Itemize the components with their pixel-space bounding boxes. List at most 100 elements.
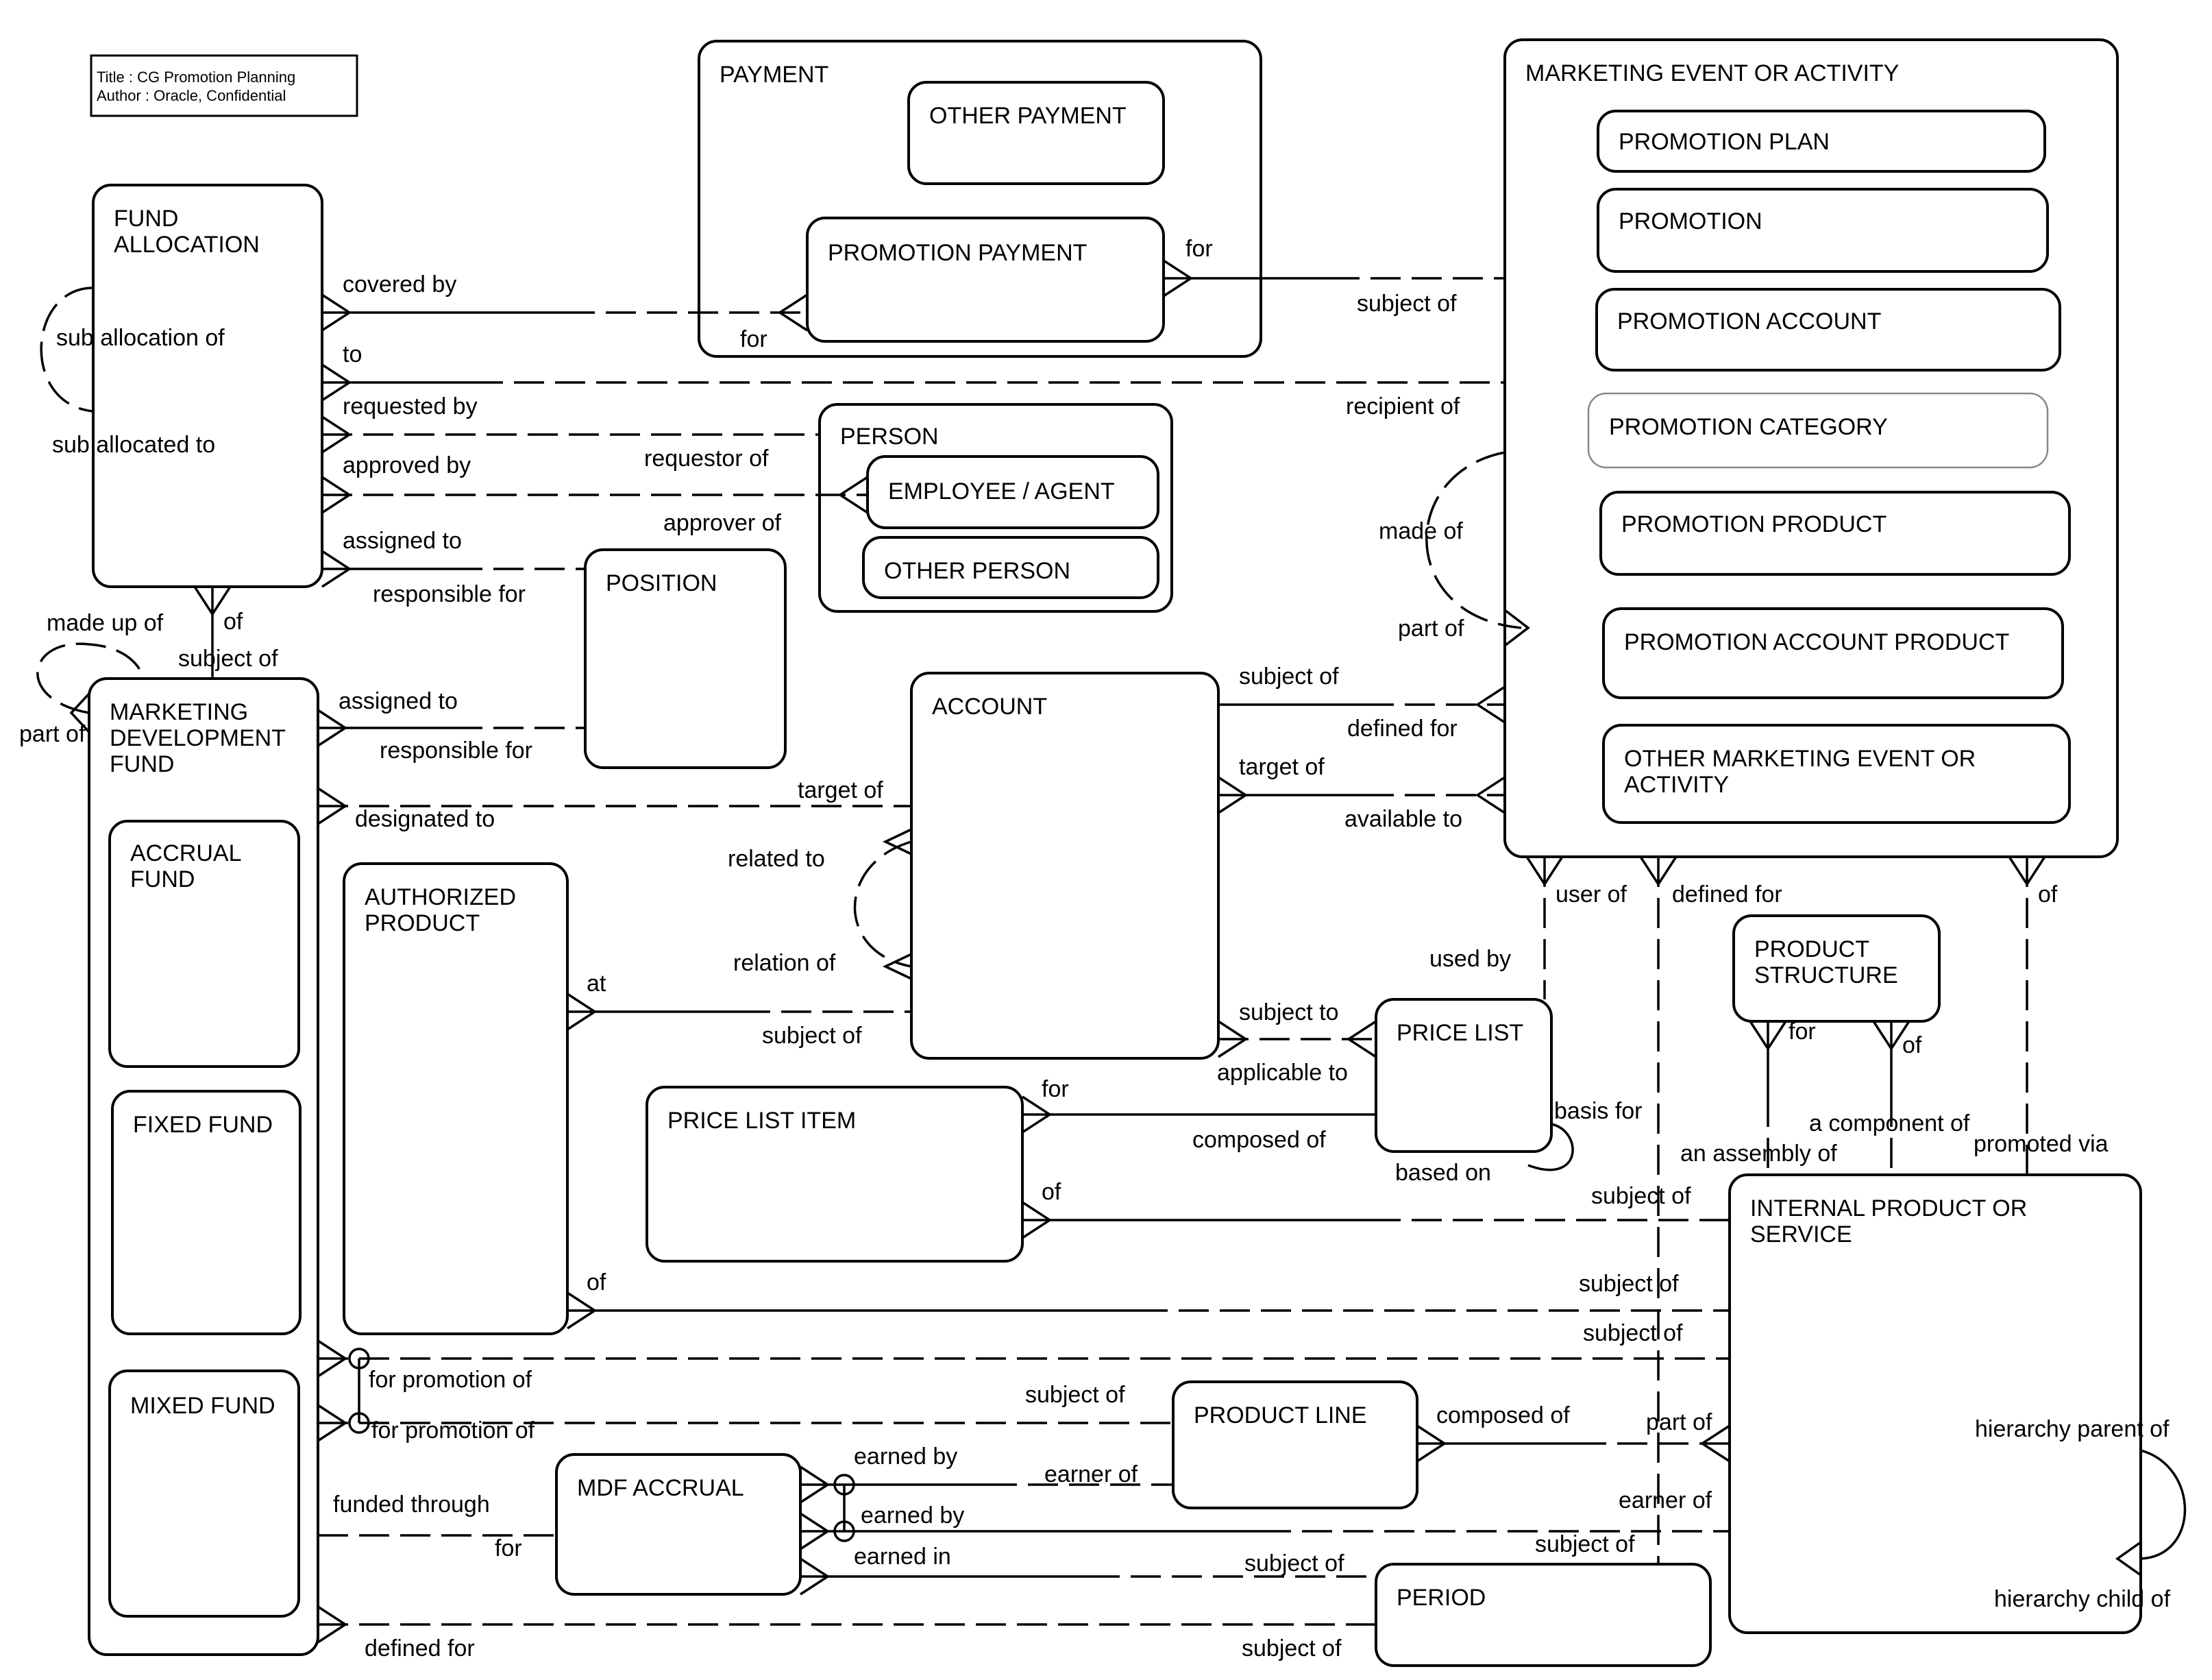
entity-mdf-label-2: DEVELOPMENT — [110, 725, 286, 751]
entity-promotion-plan[interactable] — [1597, 110, 2046, 173]
entity-other-payment-label: OTHER PAYMENT — [929, 103, 1127, 129]
label-for-promotion-of-1: for promotion of — [369, 1367, 532, 1393]
entity-accrual-fund-label: ACCRUAL — [130, 840, 241, 866]
label-of-event: of — [2038, 881, 2058, 908]
label-of-ps: of — [1902, 1032, 1922, 1058]
label-relation-of: relation of — [733, 950, 836, 976]
entity-other-payment[interactable] — [907, 81, 1165, 185]
entity-fund-allocation-label: FUND — [114, 206, 178, 232]
label-used-by: used by — [1429, 946, 1511, 972]
entity-internal-product-label: INTERNAL PRODUCT OR — [1750, 1195, 2027, 1221]
label-subject-of-acc: subject of — [1239, 664, 1339, 690]
label-based-on: based on — [1395, 1160, 1491, 1186]
entity-mixed-fund-label: MIXED FUND — [130, 1393, 275, 1419]
label-earner-of-2: earner of — [1619, 1487, 1712, 1513]
label-funded-through: funded through — [333, 1492, 490, 1518]
entity-promotion-account-product-label: PROMOTION ACCOUNT PRODUCT — [1624, 629, 2009, 655]
entity-product-structure[interactable] — [1732, 914, 1941, 1023]
label-hierarchy-parent-of: hierarchy parent of — [1975, 1416, 2170, 1442]
label-part-of-event: part of — [1398, 616, 1464, 642]
label-target-of-acc: target of — [798, 777, 883, 803]
entity-authorized-product-label-2: PRODUCT — [365, 910, 480, 936]
label-earner-of-1: earner of — [1044, 1461, 1138, 1487]
entity-fund-allocation-label-2: ALLOCATION — [114, 232, 260, 258]
entity-promotion-category-label: PROMOTION CATEGORY — [1609, 414, 1888, 440]
label-subject-of-period-1: subject of — [1244, 1550, 1344, 1576]
entity-price-list[interactable] — [1375, 998, 1553, 1153]
entity-internal-product[interactable] — [1728, 1173, 2142, 1634]
entity-marketing-event-label: MARKETING EVENT OR ACTIVITY — [1525, 60, 1899, 86]
entity-product-line[interactable] — [1172, 1380, 1418, 1509]
label-approved-by: approved by — [343, 452, 471, 478]
entity-fixed-fund-label: FIXED FUND — [133, 1112, 273, 1138]
label-related-to: related to — [728, 846, 825, 872]
entity-promotion[interactable] — [1597, 188, 2049, 273]
label-composed-of-pline: composed of — [1436, 1402, 1570, 1428]
label-earned-by-2: earned by — [861, 1502, 964, 1529]
label-responsible-for-fa: responsible for — [373, 581, 526, 607]
entity-position[interactable] — [584, 548, 787, 769]
label-assigned-to-fa: assigned to — [343, 528, 462, 554]
entity-account[interactable] — [910, 672, 1220, 1060]
label-recipient-of: recipient of — [1346, 393, 1460, 419]
relationship-labels: covered by for to sub allocation of sub … — [19, 236, 2171, 1661]
entity-other-person-label: OTHER PERSON — [884, 558, 1070, 584]
label-target-of-event: target of — [1239, 754, 1325, 780]
entity-person-label: PERSON — [840, 424, 939, 450]
label-subject-to: subject to — [1239, 999, 1339, 1025]
entity-other-person[interactable] — [862, 536, 1159, 599]
label-requestor-of: requestor of — [644, 446, 769, 472]
entity-accrual-fund[interactable] — [108, 820, 300, 1068]
label-designated-to: designated to — [355, 806, 495, 832]
entity-promotion-account-product[interactable] — [1602, 607, 2064, 699]
label-subject-of-promo: subject of — [1583, 1320, 1683, 1346]
label-for-ps: for — [1789, 1019, 1816, 1045]
label-user-of: user of — [1556, 881, 1627, 908]
label-covered-by: covered by — [343, 271, 456, 297]
label-subject-of-ap: subject of — [762, 1023, 862, 1049]
label-subject-of-period-2: subject of — [1535, 1531, 1635, 1557]
entity-employee-agent[interactable] — [866, 455, 1159, 529]
label-requested-by: requested by — [343, 393, 478, 419]
entity-promotion-category[interactable] — [1587, 392, 2049, 469]
label-defined-for-period: defined for — [365, 1635, 475, 1661]
entity-product-line-label: PRODUCT LINE — [1194, 1402, 1367, 1428]
entity-product-structure-label: PRODUCT — [1754, 936, 1869, 962]
entity-other-marketing-event[interactable] — [1602, 724, 2071, 824]
entity-fixed-fund[interactable] — [111, 1090, 302, 1335]
label-of-ap: of — [587, 1269, 606, 1295]
label-for-event: for — [1185, 236, 1213, 262]
label-subject-of-pli: subject of — [1591, 1183, 1691, 1209]
entity-payment-label: PAYMENT — [720, 62, 828, 88]
entity-mixed-fund[interactable] — [108, 1369, 300, 1618]
entity-authorized-product-label: AUTHORIZED — [365, 884, 516, 910]
label-of-fa: of — [223, 609, 243, 635]
entity-promotion-payment[interactable] — [806, 217, 1165, 343]
entity-promotion-payment-label: PROMOTION PAYMENT — [828, 240, 1087, 266]
label-promoted-via: promoted via — [1974, 1131, 2109, 1157]
entity-period[interactable] — [1375, 1563, 1712, 1667]
entity-promotion-product[interactable] — [1599, 491, 2071, 576]
entity-promotion-account[interactable] — [1595, 288, 2061, 372]
entity-period-label: PERIOD — [1397, 1585, 1486, 1611]
entity-other-marketing-event-label: OTHER MARKETING EVENT OR — [1624, 746, 1976, 772]
label-defined-for-acc: defined for — [1347, 716, 1458, 742]
label-for-pli: for — [1042, 1076, 1069, 1102]
label-basis-for: basis for — [1554, 1098, 1643, 1124]
recursive-loops — [36, 287, 2187, 1560]
entity-employee-agent-label: EMPLOYEE / AGENT — [888, 478, 1115, 504]
label-subject-of-mdf: subject of — [178, 646, 278, 672]
label-subject-of-pline: subject of — [1025, 1382, 1125, 1408]
entity-price-list-item[interactable] — [646, 1086, 1024, 1263]
entity-mdf-accrual[interactable] — [555, 1453, 802, 1596]
entity-mdf-accrual-label: MDF ACCRUAL — [577, 1475, 744, 1501]
entity-price-list-label: PRICE LIST — [1397, 1020, 1523, 1046]
label-approver-of: approver of — [663, 510, 782, 536]
entity-authorized-product[interactable] — [343, 862, 569, 1335]
entity-promotion-plan-label: PROMOTION PLAN — [1619, 129, 1830, 155]
label-at: at — [587, 971, 606, 997]
entity-fund-allocation[interactable] — [92, 184, 323, 588]
label-sub-allocated-to: sub allocated to — [52, 432, 215, 458]
label-for-fund: for — [740, 326, 767, 352]
